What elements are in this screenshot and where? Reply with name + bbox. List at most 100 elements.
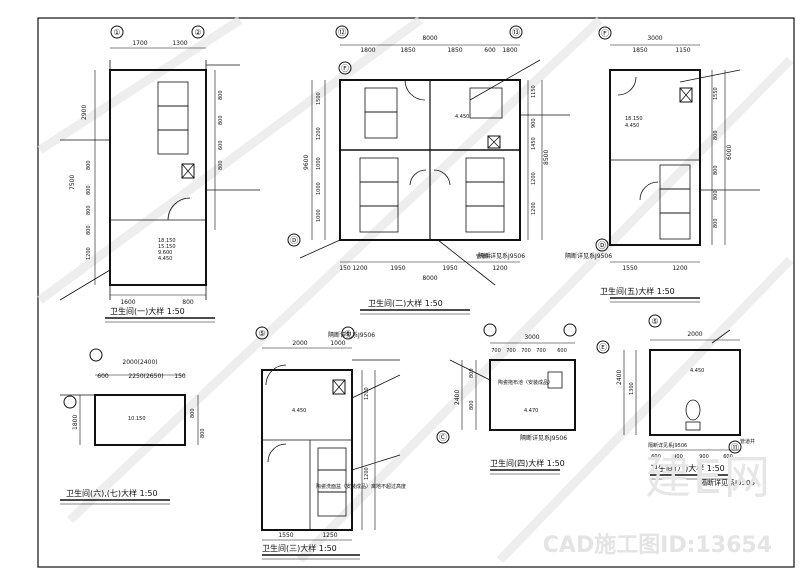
p1-dim-left-0: 2900: [81, 105, 88, 120]
p4-dim-right-1: 800: [200, 428, 206, 438]
p2-dim-right-1: 900: [531, 118, 537, 128]
svg-text:⑫: ⑫: [338, 28, 346, 37]
p2-dim-right-4: 1200: [531, 172, 537, 185]
p7-dim-bottom-0: 600: [651, 454, 661, 460]
p3-dim-right-1: 6000: [726, 145, 733, 160]
p6-dim-top-1: 700: [491, 348, 501, 354]
p5-dim-bottom-1: 1250: [322, 532, 337, 539]
p2-dim-right-5: 1200: [531, 202, 537, 215]
p7-dim-bottom-2: 900: [699, 454, 709, 460]
pipe-label-p2: 管道井: [476, 253, 491, 260]
p3-dim-right-4: 800: [713, 190, 719, 200]
p2-dim-bottom-0: 8000: [422, 275, 437, 282]
p1-dim-top-0: 1700: [132, 40, 147, 47]
p3-dim-right-0: 1550: [713, 87, 719, 100]
p2-dim-left-3: 1000: [316, 157, 322, 170]
p2-dim-bottom-3: 1950: [442, 265, 457, 272]
svg-text:⑤: ⑤: [651, 317, 658, 326]
plan-6-axis-2: [483, 323, 497, 337]
p4-dim-top-1: 600: [97, 373, 109, 380]
p2-dim-top-0: 8000: [422, 35, 437, 42]
p5-elev-0: 4.450: [292, 408, 306, 414]
p2-dim-left-5: 1000: [316, 209, 322, 222]
plan-6-axis-3: [563, 323, 577, 337]
plan-4-title: 卫生间(六),(七)大样 1:50: [66, 488, 158, 498]
watermark-stripes: [37, 16, 794, 564]
p3-dim-bottom-0: 1550: [622, 265, 637, 272]
p1-dim-right-0: 800: [218, 90, 224, 100]
p4-dim-top-3: 150: [174, 373, 186, 380]
p6-dim-top-0: 3000: [524, 334, 539, 341]
p6-note: 隔断详见系J9506: [520, 434, 567, 442]
side-note: 隔断详见系J9506: [700, 478, 755, 487]
p1-elev-2: 9.600: [158, 250, 172, 256]
p6-dim-left-1: 800: [469, 400, 475, 410]
plan-5: [261, 347, 401, 560]
p7-dim-bottom-3: 600: [723, 454, 733, 460]
plan-2-axis-12: ⑫: [335, 25, 349, 39]
plan-1-axis-2: ②: [191, 25, 205, 39]
p2-dim-top-2: 1850: [400, 47, 415, 54]
p1-dim-top-1: 1300: [172, 40, 187, 47]
p5-dim-bottom-0: 1550: [278, 532, 293, 539]
p2-dim-left-2: 1200: [316, 127, 322, 140]
plan-3-axis-d: Ⓓ: [595, 238, 609, 252]
p6-dim-top-2: 700: [506, 348, 516, 354]
p3-dim-top-0: 3000: [647, 35, 662, 42]
plan-3-axis-f: Ⓕ: [598, 26, 612, 40]
p7-pipe-label: 管道井: [740, 438, 755, 445]
plan-1-axis-1: ①: [110, 25, 124, 39]
p6-elev-0: 4.470: [524, 408, 538, 414]
plan-2-axis-f: Ⓕ: [338, 61, 352, 75]
plan-7-axis-5: ⑤: [648, 314, 662, 328]
p5-dim-top-0: 2000: [292, 340, 307, 347]
plan-5-axis-5: ⑤: [255, 326, 269, 340]
plan-4-axis-2: [63, 395, 77, 409]
p1-dim-right-3: 800: [218, 160, 224, 170]
p4-dim-left-0: 1800: [72, 415, 79, 430]
p1-dim-left-5: 800: [86, 225, 92, 235]
p6-callout: 陶瓷拖布池（安装成品）: [498, 379, 553, 386]
p7-dim-left-0: 1300: [629, 382, 635, 395]
p3-dim-right-2: 800: [713, 130, 719, 140]
p4-dim-top-0: 2000(2400): [122, 359, 157, 366]
p5-note: 隔断详见系J9506: [328, 331, 375, 339]
p2-dim-bottom-2: 1950: [390, 265, 405, 272]
watermark-brand: 建E网: [644, 450, 772, 504]
p2-note: 隔断详见系J9506: [478, 252, 525, 260]
p6-dim-left-0: 800: [469, 368, 475, 378]
plan-7-axis-e: Ⓔ: [596, 340, 610, 354]
p1-elev-0: 18.150: [158, 238, 176, 244]
svg-text:Ⓕ: Ⓕ: [601, 29, 609, 38]
p3-dim-top-1: 1850: [632, 47, 647, 54]
plan-5-axis-6: ⑥: [341, 326, 355, 340]
svg-text:Ⓕ: Ⓕ: [341, 64, 349, 73]
p1-dim-left-6: 1200: [86, 247, 92, 260]
p2-dim-left-4: 1000: [316, 182, 322, 195]
p4-dim-right-0: 800: [190, 408, 196, 418]
svg-text:⑬: ⑬: [512, 28, 520, 37]
p1-dim-right-2: 600: [218, 140, 224, 150]
p2-dim-top-1: 1800: [360, 47, 375, 54]
p2-dim-top-3: 1850: [447, 47, 462, 54]
svg-text:Ⓓ: Ⓓ: [598, 241, 606, 250]
plan-4: [60, 374, 199, 505]
plan-4-axis: [89, 348, 103, 362]
p2-dim-right-3: 8500: [543, 150, 550, 165]
svg-text:⑤: ⑤: [258, 329, 265, 338]
p2-elev-0: 4.450: [455, 114, 469, 120]
p1-dim-right-1: 800: [218, 115, 224, 125]
svg-text:Ⓒ: Ⓒ: [439, 433, 447, 442]
p2-dim-top-4: 600: [484, 47, 496, 54]
p5-dim-right-1: 1200: [364, 467, 370, 480]
svg-text:①: ①: [113, 28, 120, 37]
svg-text:Ⓓ: Ⓓ: [290, 236, 298, 245]
p7-dim-top-0: 2000: [687, 331, 702, 338]
plan-2: [299, 44, 570, 315]
p3-dim-top-2: 1150: [675, 47, 690, 54]
p3-dim-right-3: 800: [713, 165, 719, 175]
p2-dim-bottom-1: 1200: [352, 265, 367, 272]
p1-elev-3: 4.450: [158, 256, 172, 262]
p1-dim-left-3: 800: [86, 185, 92, 195]
watermark-cad-id: CAD施工图ID:13654: [542, 533, 772, 558]
